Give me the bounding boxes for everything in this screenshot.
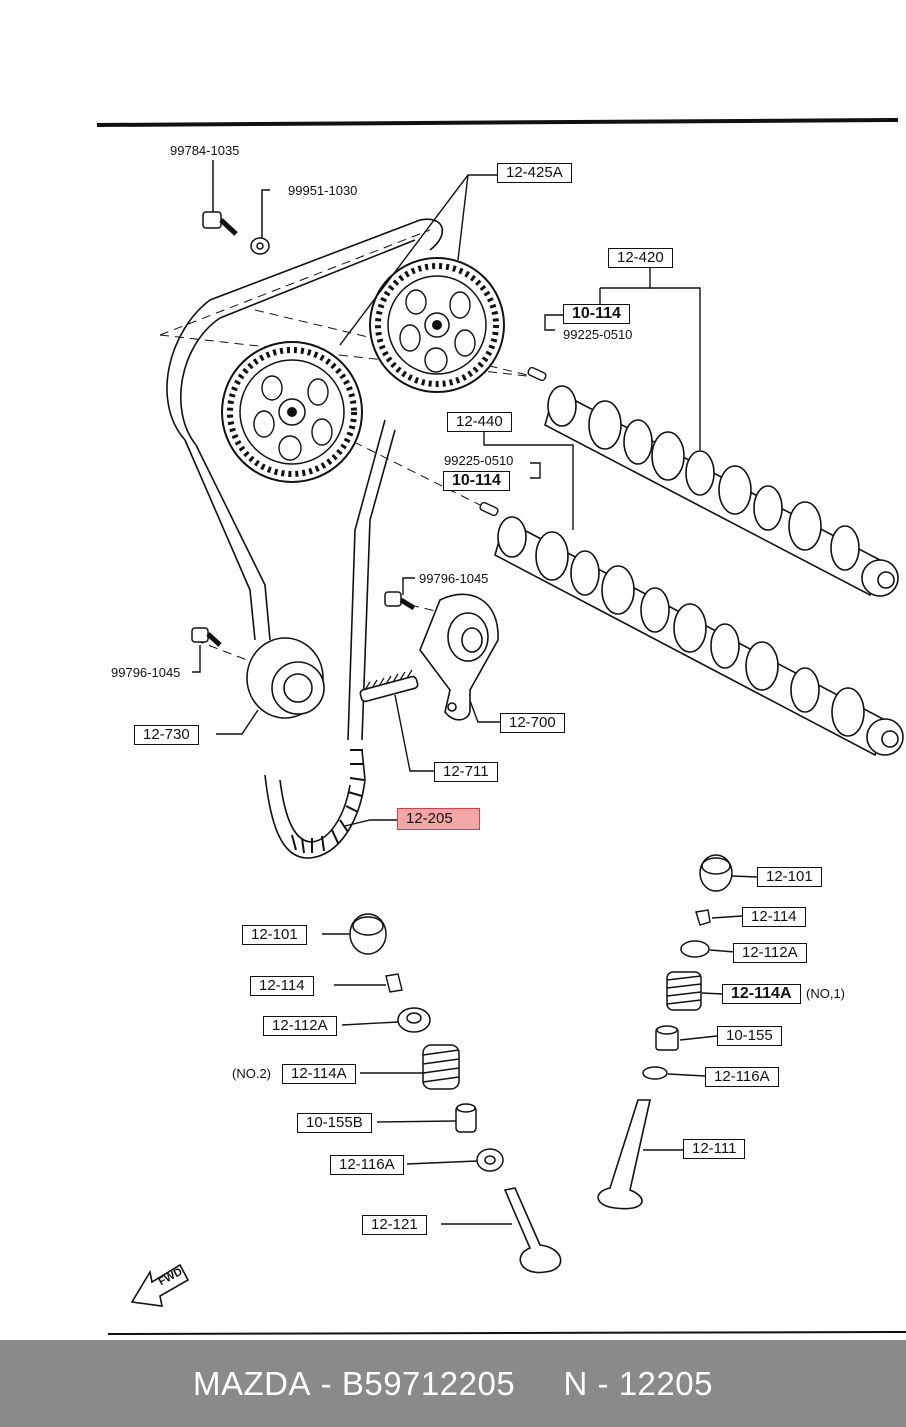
keeper-right: [695, 909, 711, 926]
valve-leader-lines: [322, 875, 758, 1225]
part-label-12-114A-right[interactable]: 12-114A: [722, 984, 801, 1004]
part-label-12-116A-left[interactable]: 12-116A: [330, 1155, 404, 1175]
part-label-12-700[interactable]: 12-700: [500, 713, 565, 733]
part-label-12-420[interactable]: 12-420: [608, 248, 673, 268]
note-no2: (NO.2): [232, 1066, 271, 1081]
part-label-12-114-left[interactable]: 12-114: [250, 976, 314, 996]
cam-sprocket-right: [369, 257, 505, 393]
footer-brand: MAZDA: [193, 1364, 312, 1402]
valve-right: [597, 1099, 651, 1210]
idler-pulley: [246, 637, 325, 719]
leader-lines: [192, 174, 701, 827]
bolt-icon: [384, 591, 416, 611]
tensioner: [419, 593, 499, 721]
part-label-99796-1045-left: 99796-1045: [111, 665, 181, 680]
washer-icon: [250, 189, 270, 255]
part-label-99951-1030: 99951-1030: [288, 183, 358, 198]
part-label-12-121[interactable]: 12-121: [362, 1215, 427, 1235]
part-label-12-425A[interactable]: 12-425A: [497, 163, 572, 183]
part-label-12-114-right[interactable]: 12-114: [742, 907, 806, 927]
camshaft-lower: [494, 516, 904, 757]
part-label-99784-1035: 99784-1035: [170, 143, 240, 158]
fwd-arrow-icon: [130, 1263, 190, 1307]
footer-part-number: B59712205: [341, 1364, 516, 1402]
valve-seal-right: [655, 1025, 679, 1051]
valve-seal-left: [455, 1103, 477, 1133]
tappet-left: [349, 913, 387, 955]
part-label-10-155-right[interactable]: 10-155: [717, 1026, 782, 1046]
tensioner-spring: [359, 669, 419, 703]
spring-seat-right: [680, 940, 710, 958]
bolt-icon: [191, 627, 222, 647]
keeper-left: [385, 973, 403, 993]
cam-sprocket-left: [221, 341, 363, 483]
footer-gap: [515, 1365, 563, 1403]
bolt-icon: [202, 160, 238, 236]
note-no1: (NO,1): [806, 986, 845, 1001]
part-label-99225-0510-mid: 99225-0510: [444, 453, 514, 468]
valve-left: [503, 1187, 562, 1274]
camshaft-upper: [544, 385, 899, 597]
bottom-rule: [107, 1331, 906, 1335]
part-label-12-116A-right[interactable]: 12-116A: [705, 1067, 779, 1087]
part-label-12-730[interactable]: 12-730: [134, 725, 199, 745]
valve-spring-right: [666, 971, 702, 1011]
dowel-pin-mid: [479, 501, 499, 517]
footer-ref: N - 12205: [563, 1364, 713, 1402]
part-label-12-111[interactable]: 12-111: [683, 1139, 746, 1159]
footer-sep: -: [311, 1364, 342, 1402]
parts-diagram: [96, 118, 906, 1335]
belt-teeth: [291, 749, 365, 854]
part-label-12-711[interactable]: 12-711: [434, 762, 498, 782]
part-label-10-114-top[interactable]: 10-114: [563, 304, 630, 324]
dowel-pin-top: [527, 366, 547, 382]
part-label-99796-1045-right: 99796-1045: [419, 571, 489, 586]
part-label-12-112A-right[interactable]: 12-112A: [733, 943, 807, 963]
washer-right: [642, 1066, 668, 1080]
timing-belt: [166, 218, 444, 859]
washer-left: [476, 1148, 504, 1172]
part-label-12-440[interactable]: 12-440: [447, 412, 512, 432]
spring-seat-left: [397, 1007, 431, 1033]
part-label-10-155B[interactable]: 10-155B: [297, 1113, 372, 1133]
part-label-12-114A-left[interactable]: 12-114A: [282, 1064, 356, 1084]
part-label-10-114-mid[interactable]: 10-114: [443, 471, 510, 491]
part-label-12-205-highlighted[interactable]: 12-205: [397, 808, 480, 830]
part-label-12-112A-left[interactable]: 12-112A: [263, 1016, 337, 1036]
valve-spring-left: [422, 1044, 460, 1090]
tappet-right: [699, 854, 733, 892]
footer-bar: MAZDA - B59712205 N - 12205: [0, 1340, 906, 1427]
part-label-99225-0510-top: 99225-0510: [563, 327, 633, 342]
top-rule: [96, 118, 899, 127]
part-label-12-101-left[interactable]: 12-101: [242, 925, 307, 945]
part-label-12-101-right[interactable]: 12-101: [757, 867, 822, 887]
